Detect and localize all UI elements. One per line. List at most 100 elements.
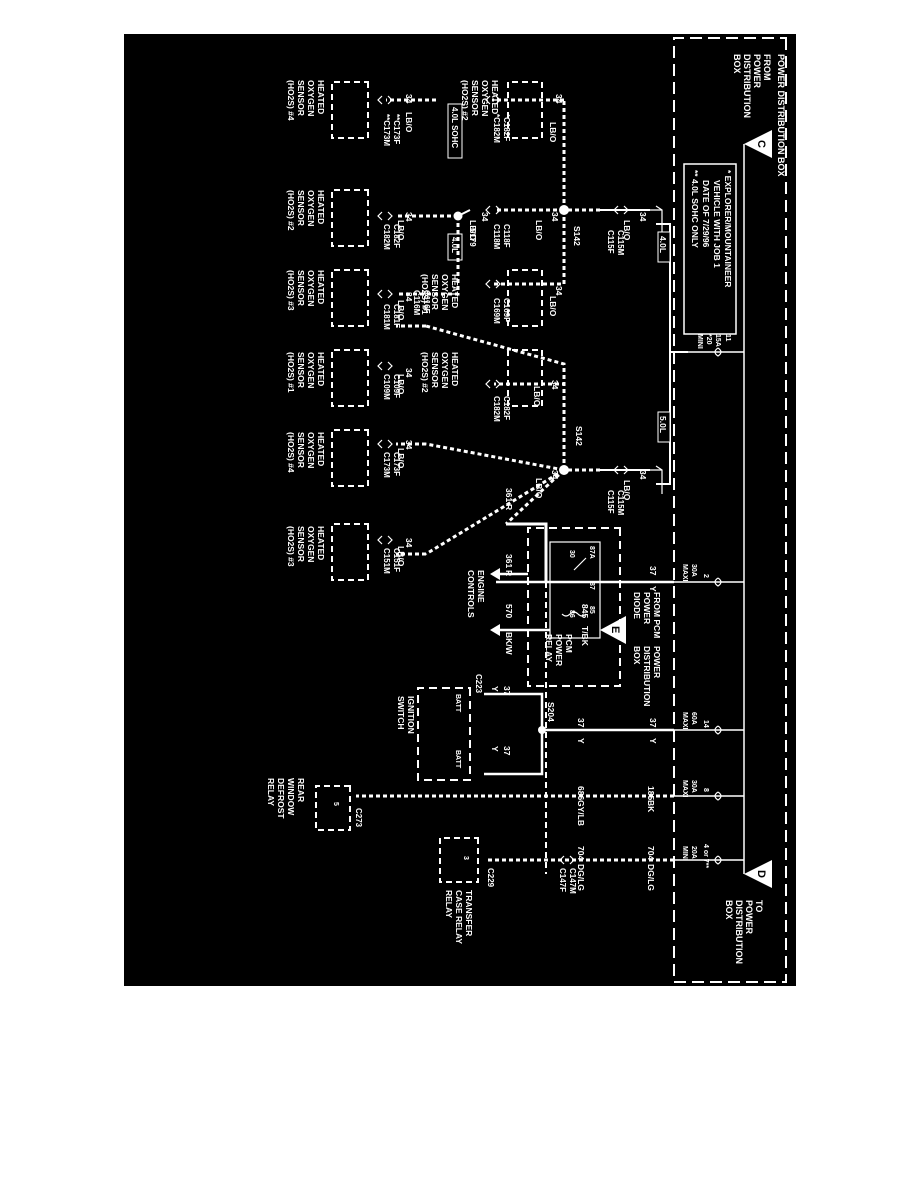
wire-185-color: BK <box>646 800 656 813</box>
svg-text:C169F: C169F <box>502 298 511 322</box>
svg-text:C109F: C109F <box>392 374 401 398</box>
connector-c229: C229 <box>486 868 495 888</box>
sensor-40l-ho2s-1: HEATEDOXYGENSENSOR(HO2S) #1 <box>420 269 543 327</box>
wire-361-label-b: 361 <box>504 554 514 568</box>
svg-text:C169M: C169M <box>492 298 501 324</box>
svg-text:R: R <box>504 504 514 510</box>
svg-text:LB/O: LB/O <box>548 122 558 143</box>
connector-e-label: E <box>609 626 621 633</box>
svg-text:C115M: C115M <box>616 230 625 256</box>
connector-e-triangle <box>600 616 626 644</box>
connector-c147f: C147F <box>558 868 567 892</box>
svg-text:LB/O: LB/O <box>396 300 406 321</box>
fuse-8: 830AMAXI <box>674 780 744 801</box>
sensor-40l-mid-ho2s-3: HEATEDOXYGENSENSOR(HO2S) #3 <box>286 269 369 327</box>
wire-845-color: T/BK <box>580 626 590 647</box>
sensor-50l-ho2s-2: HEATEDOXYGENSENSOR(HO2S) #2 <box>420 349 543 407</box>
svg-text:C181F: C181F <box>392 304 401 328</box>
svg-text:HEATEDOXYGENSENSOR(HO2S) #2: HEATEDOXYGENSENSOR(HO2S) #2 <box>460 80 500 121</box>
svg-text:34: 34 <box>638 212 648 222</box>
bracket-50l: 5.0L <box>650 411 671 494</box>
connector-d-triangle <box>744 860 772 888</box>
rear-defrost-relay-box <box>315 785 351 831</box>
wire-37-color-b: Y <box>648 738 658 744</box>
svg-text:34: 34 <box>480 212 490 222</box>
svg-text:C151M: C151M <box>382 548 391 574</box>
svg-text:HEATEDOXYGENSENSOR(HO2S) #3: HEATEDOXYGENSENSOR(HO2S) #3 <box>286 270 326 311</box>
wire-37-y-ignition <box>484 692 674 776</box>
svg-text:C116M: C116M <box>412 290 421 316</box>
svg-text:5.0L: 5.0L <box>658 416 668 433</box>
pdb-outline <box>673 37 787 983</box>
svg-text:C151F: C151F <box>392 548 401 572</box>
fuse-2: 230AMAXI <box>674 564 744 587</box>
svg-text:C173F: C173F <box>392 452 401 476</box>
svg-text:C173M: C173M <box>382 452 391 478</box>
wire-845-label: 845 <box>580 604 590 618</box>
wire-34-feed <box>656 223 688 485</box>
wire-37-color-c: Y <box>576 738 586 744</box>
wire-686-label: 686 <box>576 786 586 800</box>
svg-text:HEATEDOXYGENSENSOR(HO2S) #4: HEATEDOXYGENSENSOR(HO2S) #4 <box>286 432 326 473</box>
svg-text:LB/O: LB/O <box>622 220 632 241</box>
wire-704-label-b: 704 <box>576 846 586 860</box>
svg-text:34: 34 <box>404 94 414 104</box>
pdb-from: FROM POWER DISTRIBUTION BOX <box>732 54 772 121</box>
svg-text:LB/O: LB/O <box>404 112 414 133</box>
pdb-to: TO POWER DISTRIBUTION BOX <box>724 900 764 967</box>
note-text: * EXPLORER/MOUNTAINEER VEHICLE WITH JOB … <box>690 170 733 290</box>
svg-text:HEATEDOXYGENSENSOR(HO2S) #2: HEATEDOXYGENSENSOR(HO2S) #2 <box>286 190 326 231</box>
wire-704-label-a: 704 <box>646 846 656 860</box>
svg-text:34: 34 <box>404 538 414 548</box>
splice-s204 <box>538 726 546 734</box>
svg-text:LB/O: LB/O <box>534 220 544 241</box>
connector-c147m: C147M <box>568 868 577 894</box>
wire-361-r <box>506 522 548 582</box>
svg-text:34: 34 <box>404 368 414 378</box>
svg-text:34: 34 <box>638 470 648 480</box>
wire-37-color-d: Y <box>490 686 500 692</box>
relay-outputs <box>500 572 550 632</box>
svg-text:C182M: C182M <box>382 224 391 250</box>
from-pcm-diode: FROM PCM POWER DIODE <box>632 592 662 641</box>
svg-text:S179: S179 <box>468 228 477 247</box>
wire-361-color-b: R <box>504 570 514 576</box>
svg-text:LB/O: LB/O <box>396 220 406 241</box>
transfer-case-relay-label: TRANSFER CASE RELAY RELAY <box>444 890 474 946</box>
wire-570-label: 570 <box>504 604 514 618</box>
rear-relay-pin: 5 <box>332 802 339 806</box>
wire-704-color-b: DG/LG <box>576 864 586 891</box>
harness-40l-sohc: 4.0L SOHC 4.0L S179 34 LB/O **C173F **C1… <box>377 94 477 330</box>
sensor-40l-mid-ho2s-2: HEATEDOXYGENSENSOR(HO2S) #2 <box>286 189 369 247</box>
transfer-case-relay-box <box>439 837 479 883</box>
svg-text:34: 34 <box>554 286 564 296</box>
svg-text:4.0L: 4.0L <box>658 236 668 253</box>
pcm-power-relay-box <box>527 527 621 687</box>
svg-text:C182F: C182F <box>392 224 401 248</box>
svg-text:34: 34 <box>404 440 414 450</box>
svg-text:*C182F: *C182F <box>502 114 511 141</box>
svg-text:4.0L SOHC: 4.0L SOHC <box>450 107 459 148</box>
svg-text:HEATEDOXYGENSENSOR(HO2S) #1: HEATEDOXYGENSENSOR(HO2S) #1 <box>420 274 460 315</box>
svg-text:LB/O: LB/O <box>396 448 406 469</box>
wire-37-color-e: Y <box>490 746 500 752</box>
svg-text:34: 34 <box>404 212 414 222</box>
svg-text:34: 34 <box>554 94 564 104</box>
svg-text:C182F: C182F <box>502 396 511 420</box>
wire-37-color-a: Y <box>648 586 658 592</box>
connector-c223: C223 <box>474 674 483 694</box>
connector-d-label: D <box>755 870 767 878</box>
ignition-batt-1: BATT <box>454 694 461 713</box>
harness-40l: 34 LB/O C115M C115F S142 34 LB/O 34 LB/O… <box>468 94 650 324</box>
svg-text:HEATEDOXYGENSENSOR(HO2S) #4: HEATEDOXYGENSENSOR(HO2S) #4 <box>286 80 326 121</box>
svg-text:C115F: C115F <box>606 230 615 254</box>
bracket-40l: 4.0L <box>650 205 671 263</box>
wire-570-color: BK/W <box>504 632 514 656</box>
svg-text:S142: S142 <box>574 426 584 446</box>
pdb2-label: POWER DISTRIBUTION BOX <box>632 646 662 709</box>
wire-37-label-d: 37 <box>502 686 512 696</box>
svg-text:C109M: C109M <box>382 374 391 400</box>
svg-text:LB/O: LB/O <box>468 220 478 241</box>
svg-text:S142: S142 <box>572 226 582 246</box>
sensor-40l-ho2s-2: HEATEDOXYGENSENSOR(HO2S) #2 <box>460 80 543 139</box>
